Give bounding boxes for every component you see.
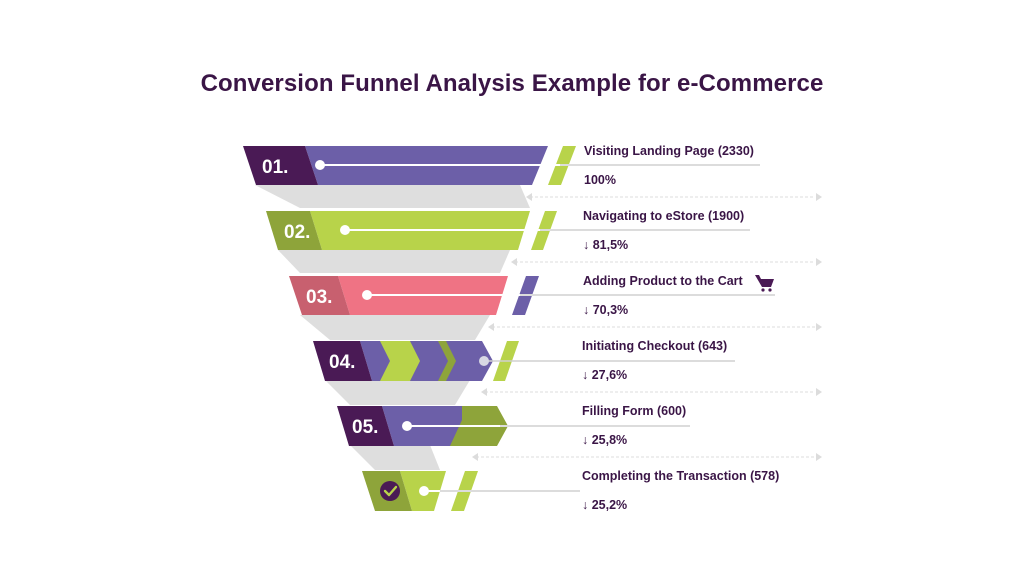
funnel-stage-3: 03. xyxy=(289,276,775,315)
marker-dot xyxy=(315,160,325,170)
funnel-stage-4: 04. xyxy=(313,341,735,381)
shopping-cart-icon xyxy=(755,275,774,292)
stage-number: 01. xyxy=(262,157,288,178)
stage-number: 02. xyxy=(284,222,310,243)
marker-dot xyxy=(419,486,429,496)
funnel-shadows xyxy=(255,185,530,470)
stage-percent: ↓ 81,5% xyxy=(583,238,629,252)
funnel-stage-5: 05. xyxy=(337,406,690,446)
stage-label: Visiting Landing Page (2330) xyxy=(584,144,754,158)
stage-percent: ↓ 25,8% xyxy=(582,433,628,447)
marker-dot xyxy=(479,356,489,366)
funnel-stage-6 xyxy=(362,471,580,511)
marker-dot xyxy=(362,290,372,300)
stage-number: 04. xyxy=(329,352,355,373)
stage-percent: ↓ 70,3% xyxy=(583,303,629,317)
page-title: Conversion Funnel Analysis Example for e… xyxy=(200,70,824,97)
marker-dot xyxy=(340,225,350,235)
separator-arrows xyxy=(476,196,815,458)
check-circle-icon xyxy=(380,481,400,501)
stage-label: Filling Form (600) xyxy=(582,404,687,418)
stage-label: Completing the Transaction (578) xyxy=(582,469,780,483)
stage-number: 03. xyxy=(306,287,332,308)
stage-percent: ↓ 25,2% xyxy=(582,498,628,512)
funnel-stage-1: 01. xyxy=(243,146,760,185)
stage-number: 05. xyxy=(352,417,378,438)
stage-label: Initiating Checkout (643) xyxy=(582,339,728,353)
stage-percent: 100% xyxy=(584,173,616,187)
marker-dot xyxy=(402,421,412,431)
stage-label: Adding Product to the Cart xyxy=(583,274,743,288)
funnel-stage-2: 02. xyxy=(266,211,750,250)
stage-percent: ↓ 27,6% xyxy=(582,368,628,382)
stage-label: Navigating to eStore (1900) xyxy=(583,209,745,223)
